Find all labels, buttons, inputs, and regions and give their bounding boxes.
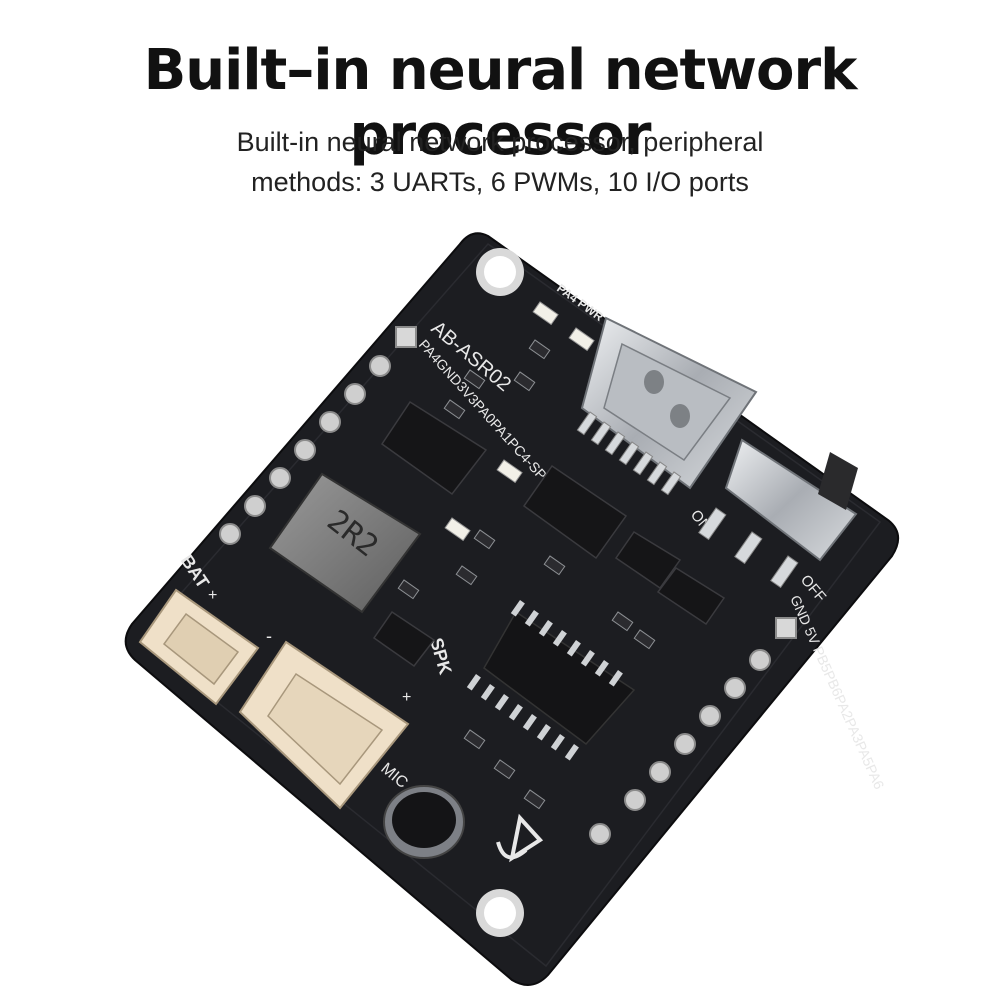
led-pa4: [532, 301, 559, 326]
page-title: Built–in neural network processor: [143, 38, 858, 168]
power-slide-switch: [698, 438, 858, 589]
mounting-holes: [476, 248, 524, 937]
board-photo: AB-ASR02 PA4GND3V3PA0PA1PC4-SPK+ PA4 PWR…: [124, 232, 899, 986]
small-chips: [372, 400, 726, 668]
speaker-connector: [238, 640, 410, 810]
subtitle-line-1: Built-in neural network processor, perip…: [236, 127, 764, 157]
led-pwr: [568, 327, 595, 352]
usb-c-connector: [576, 316, 758, 496]
led-status: [444, 517, 471, 542]
spk-plus-label: +: [402, 689, 411, 706]
smd-components: [397, 339, 656, 810]
pcb-board: [124, 232, 899, 986]
bat-minus-label: -: [266, 626, 272, 646]
left-pin-header: [219, 326, 417, 545]
asr-chip: [466, 600, 636, 761]
led-charge: [496, 459, 523, 484]
status-leds: [444, 301, 595, 542]
bat-plus-label: +: [208, 587, 217, 604]
board-logo-icon: [496, 813, 544, 863]
right-pin-header: [589, 617, 797, 845]
inductor: 2R2: [268, 472, 422, 614]
microphone: [383, 785, 465, 859]
subtitle-line-2: methods: 3 UARTs, 6 PWMs, 10 I/O ports: [251, 167, 749, 197]
subtitle: Built-in neural network processor, perip…: [0, 122, 1000, 202]
battery-connector: [138, 588, 260, 706]
